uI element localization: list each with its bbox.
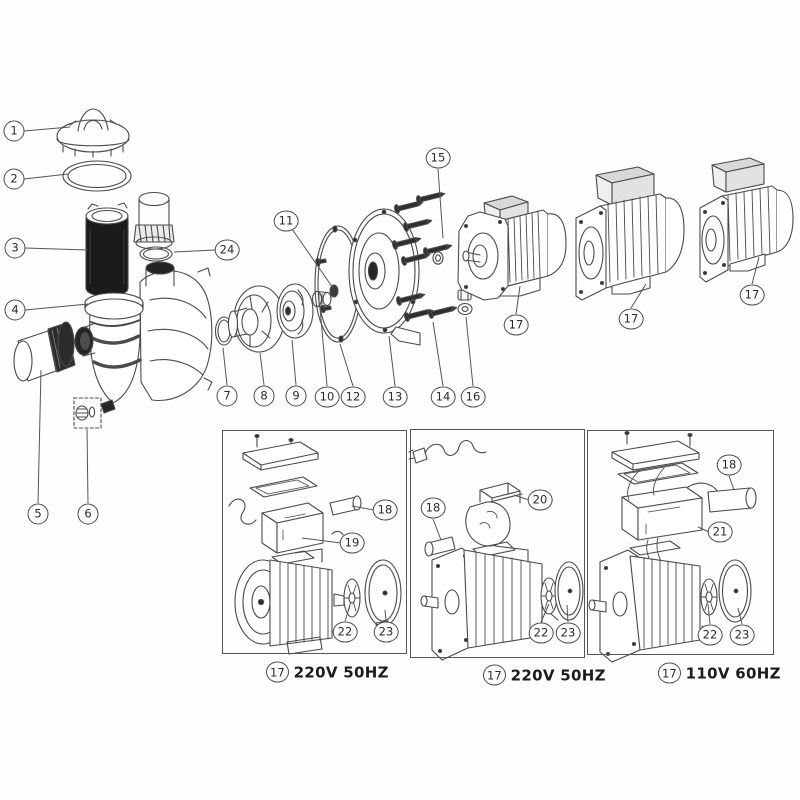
seal-plate-drawing — [348, 208, 421, 346]
part-callout-22: 22 — [697, 624, 723, 646]
part-callout-3: 3 — [4, 237, 26, 259]
part-callout-23: 23 — [373, 621, 399, 643]
mounting-screws-upper-drawing — [391, 188, 454, 267]
variant-box-3 — [587, 430, 774, 655]
part-callout-13: 13 — [382, 386, 408, 408]
motor-c-drawing — [699, 157, 794, 283]
strainer-basket-drawing — [85, 202, 129, 297]
part-callout-11: 11 — [273, 210, 299, 232]
part-callout-1: 1 — [3, 120, 25, 142]
part-callout-23: 23 — [729, 624, 755, 646]
part-callout-5: 5 — [27, 503, 49, 525]
motor-a-drawing — [457, 195, 567, 301]
part-callout-6: 6 — [77, 503, 99, 525]
union-oring-drawing — [139, 246, 173, 262]
pump-body-drawing — [74, 261, 213, 404]
part-callout-17: 17 — [618, 308, 644, 330]
part-callout-21: 21 — [707, 521, 733, 543]
part-callout-17: 17 — [739, 284, 765, 306]
part-callout-15: 15 — [425, 147, 451, 169]
voltage-spec-text: 110V 60HZ — [685, 664, 781, 682]
pump-lid-drawing — [56, 108, 130, 158]
box2-exploded-motor-drawing — [408, 439, 584, 661]
part-callout-20: 20 — [527, 489, 553, 511]
part-callout-9: 9 — [285, 385, 307, 407]
voltage-spec-text: 220V 50HZ — [510, 666, 606, 684]
body-gasket-drawing — [314, 225, 362, 343]
part-callout-23: 23 — [555, 622, 581, 644]
lid-oring-drawing — [62, 160, 132, 192]
part-callout-10: 10 — [314, 386, 340, 408]
part-callout-19: 19 — [339, 532, 365, 554]
part-callout-2: 2 — [3, 168, 25, 190]
part-callout-12: 12 — [340, 386, 366, 408]
part-callout-18: 18 — [420, 497, 446, 519]
variant-box-1 — [222, 430, 407, 654]
variant-label-2: 17 220V 50HZ — [483, 664, 606, 686]
variant-box-2 — [410, 429, 585, 658]
box3-exploded-motor-drawing — [588, 431, 757, 663]
part-callout-24: 24 — [214, 239, 240, 261]
voltage-spec-text: 220V 50HZ — [293, 663, 389, 681]
part-callout-16: 16 — [460, 386, 486, 408]
variant-label-3: 17 110V 60HZ — [658, 662, 781, 684]
box1-exploded-motor-drawing — [228, 434, 402, 655]
part-callout-18: 18 — [716, 454, 742, 476]
part-callout-14: 14 — [430, 386, 456, 408]
part-callout-22: 22 — [332, 621, 358, 643]
leader-lines — [23, 126, 760, 625]
motor-ref-circle: 17 — [266, 661, 289, 683]
part-callout-8: 8 — [253, 385, 275, 407]
part-callout-4: 4 — [4, 299, 26, 321]
hose-adapter-drawing — [13, 321, 76, 382]
motor-ref-circle: 17 — [483, 664, 506, 686]
part-callout-7: 7 — [216, 385, 238, 407]
diffuser-drawing — [227, 285, 285, 353]
part-callout-18: 18 — [372, 499, 398, 521]
motor-ref-circle: 17 — [658, 662, 681, 684]
motor-b-drawing — [575, 166, 685, 301]
part-callout-17: 17 — [503, 314, 529, 336]
drain-plug-drawing — [73, 397, 116, 429]
union-adapter-top-drawing — [133, 191, 175, 250]
variant-label-1: 17 220V 50HZ — [266, 661, 389, 683]
part-callout-22: 22 — [528, 622, 554, 644]
impeller-drawing — [276, 283, 314, 339]
